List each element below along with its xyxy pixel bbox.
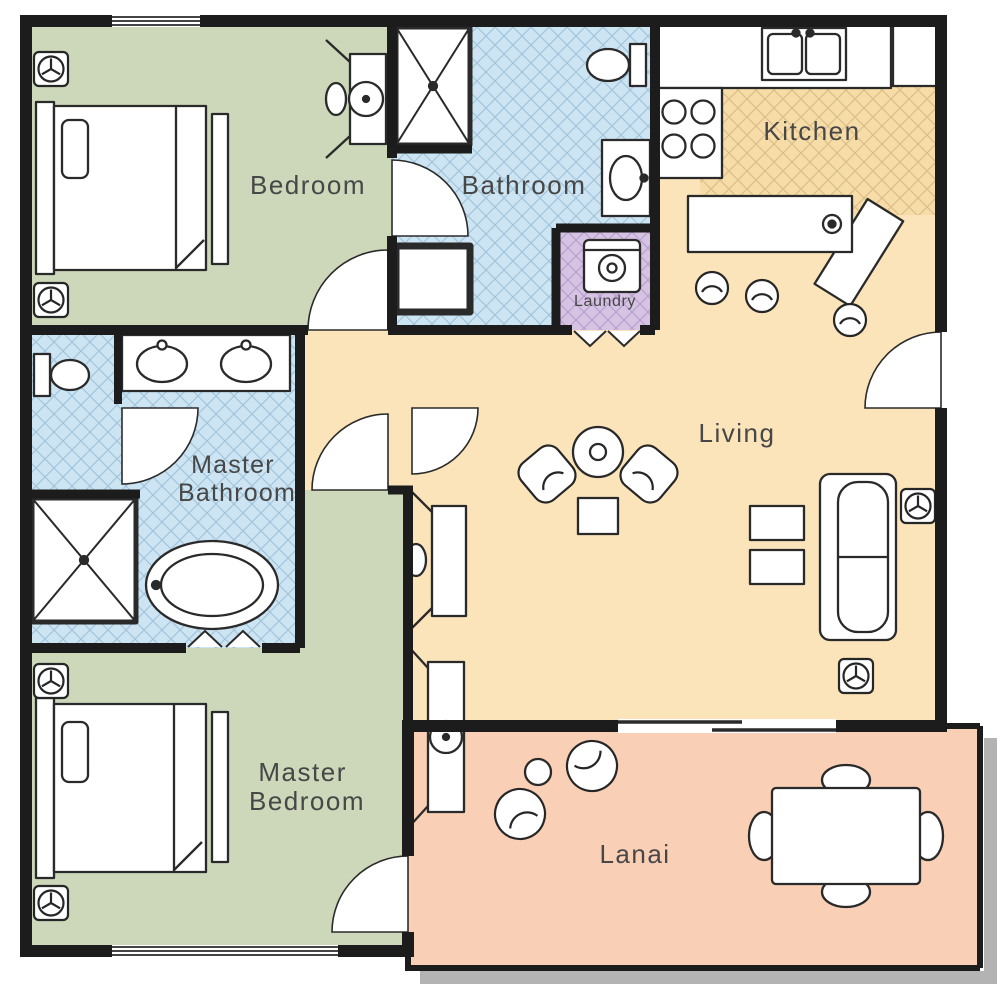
bathroom-label: Bathroom [462, 170, 587, 200]
dresser-icon [210, 112, 230, 266]
lanai-shadow [420, 738, 997, 984]
master-bedroom-label: Master Bedroom [249, 757, 365, 816]
fridge-icon [891, 22, 941, 88]
bar-counter [686, 194, 905, 308]
master-dresser-icon [210, 710, 230, 864]
bedroom-door-arc [307, 249, 389, 331]
ceiling-fan-icon [32, 662, 70, 700]
toilet-icon [585, 42, 648, 88]
bathroom-door-arc [391, 159, 469, 237]
furniture [29, 19, 945, 922]
ceiling-fan-icon [837, 657, 875, 695]
tv-stand-icon [407, 645, 466, 829]
coffee-table-icon [748, 548, 806, 586]
windows [112, 15, 836, 957]
double-vanity-icon [120, 333, 292, 393]
bath-sink-icon [600, 138, 652, 218]
bar-stool-icon [832, 302, 868, 338]
round-table-icon [571, 425, 625, 479]
bar-stool-icon [694, 270, 730, 306]
window [112, 15, 200, 27]
kitchen-hatch-floor [700, 85, 941, 215]
lanai-table-icon [523, 757, 553, 787]
bar-stool-icon [744, 278, 780, 314]
bedroom-tv-stand-icon [324, 39, 388, 159]
bifold-door [187, 330, 641, 648]
living-label: Living [699, 418, 776, 448]
linen-closet [392, 242, 474, 316]
master-bath-door-arc [121, 407, 199, 485]
ceiling-fan-icon [32, 281, 70, 319]
doors [121, 159, 942, 933]
ceiling-fan-icon [32, 50, 70, 88]
shower-icon [393, 24, 473, 148]
stove-icon [653, 86, 724, 180]
lanai-door-arc [331, 855, 409, 933]
bedroom-label: Bedroom [250, 170, 366, 200]
master-bedroom-door-arc [311, 413, 389, 491]
desk-icon [404, 489, 468, 631]
lanai-label: Lanai [599, 839, 670, 869]
ceiling-fan-icon [32, 884, 70, 922]
master-bathroom-label: Master Bathroom [178, 451, 296, 507]
entry-door-arc [864, 331, 942, 409]
coffee-table-icon [748, 504, 806, 542]
laundry-label: Laundry [574, 293, 636, 310]
master-bed-icon [34, 696, 208, 880]
kitchen-sink-icon [760, 26, 848, 82]
bathtub-icon [144, 539, 280, 631]
kitchen-label: Kitchen [763, 116, 860, 146]
ceiling-fan-icon [899, 487, 937, 525]
sliding-door [618, 719, 836, 733]
bed-icon [34, 100, 208, 276]
sofa-icon [818, 472, 898, 642]
master-toilet-icon [32, 352, 91, 398]
dining-set-icon [747, 763, 945, 909]
closet-door-arc [411, 407, 479, 475]
side-table-icon [576, 496, 620, 536]
window [112, 945, 338, 957]
washer-icon [582, 238, 642, 294]
master-shower-icon [29, 495, 139, 625]
room-labels: Bedroom Bathroom Laundry Kitchen Living … [178, 116, 860, 869]
